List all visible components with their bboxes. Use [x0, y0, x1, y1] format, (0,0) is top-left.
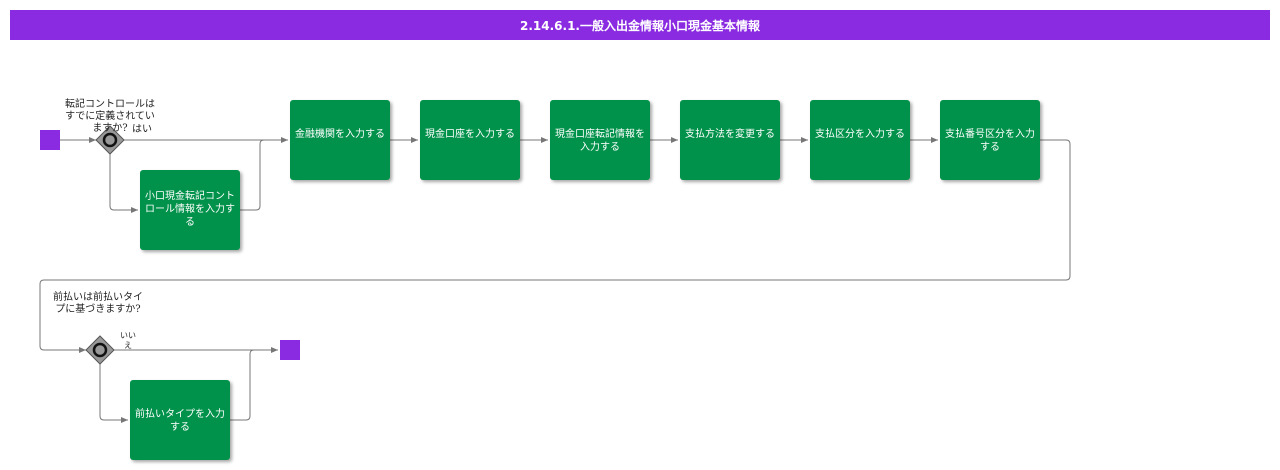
end-event[interactable]	[280, 340, 300, 360]
task-payment-category[interactable]: 支払区分を入力する	[810, 100, 910, 180]
connector	[39, 139, 1071, 353]
gateway-2-no-label: いいえ	[120, 331, 136, 350]
connector	[109, 154, 138, 213]
task-payment-method[interactable]: 支払方法を変更する	[680, 100, 780, 180]
gateway-2[interactable]	[85, 335, 115, 365]
gateway-marker-icon	[92, 342, 108, 358]
connector	[240, 139, 265, 211]
connector	[99, 364, 128, 423]
start-event[interactable]	[40, 130, 60, 150]
task-payment-number-category[interactable]: 支払番号区分を入力する	[940, 100, 1040, 180]
gateway-marker-icon	[102, 132, 118, 148]
task-cash-account[interactable]: 現金口座を入力する	[420, 100, 520, 180]
task-financial-institution[interactable]: 金融機関を入力する	[290, 100, 390, 180]
gateway-2-question: 前払いは前払いタイプに基づきますか?	[53, 292, 143, 315]
task-cash-account-posting[interactable]: 現金口座転記情報を入力する	[550, 100, 650, 180]
gateway-1-question: 転記コントロールはすでに定義されていますか?	[65, 99, 155, 134]
task-petty-cash-control[interactable]: 小口現金転記コントロール情報を入力する	[140, 170, 240, 250]
connector	[230, 349, 255, 421]
gateway-1-yes-label: はい	[132, 124, 152, 135]
gateway-1[interactable]	[95, 125, 125, 155]
task-prepayment-type[interactable]: 前払いタイプを入力する	[130, 380, 230, 460]
diagram-title: 2.14.6.1.一般入出金情報小口現金基本情報	[10, 10, 1270, 40]
